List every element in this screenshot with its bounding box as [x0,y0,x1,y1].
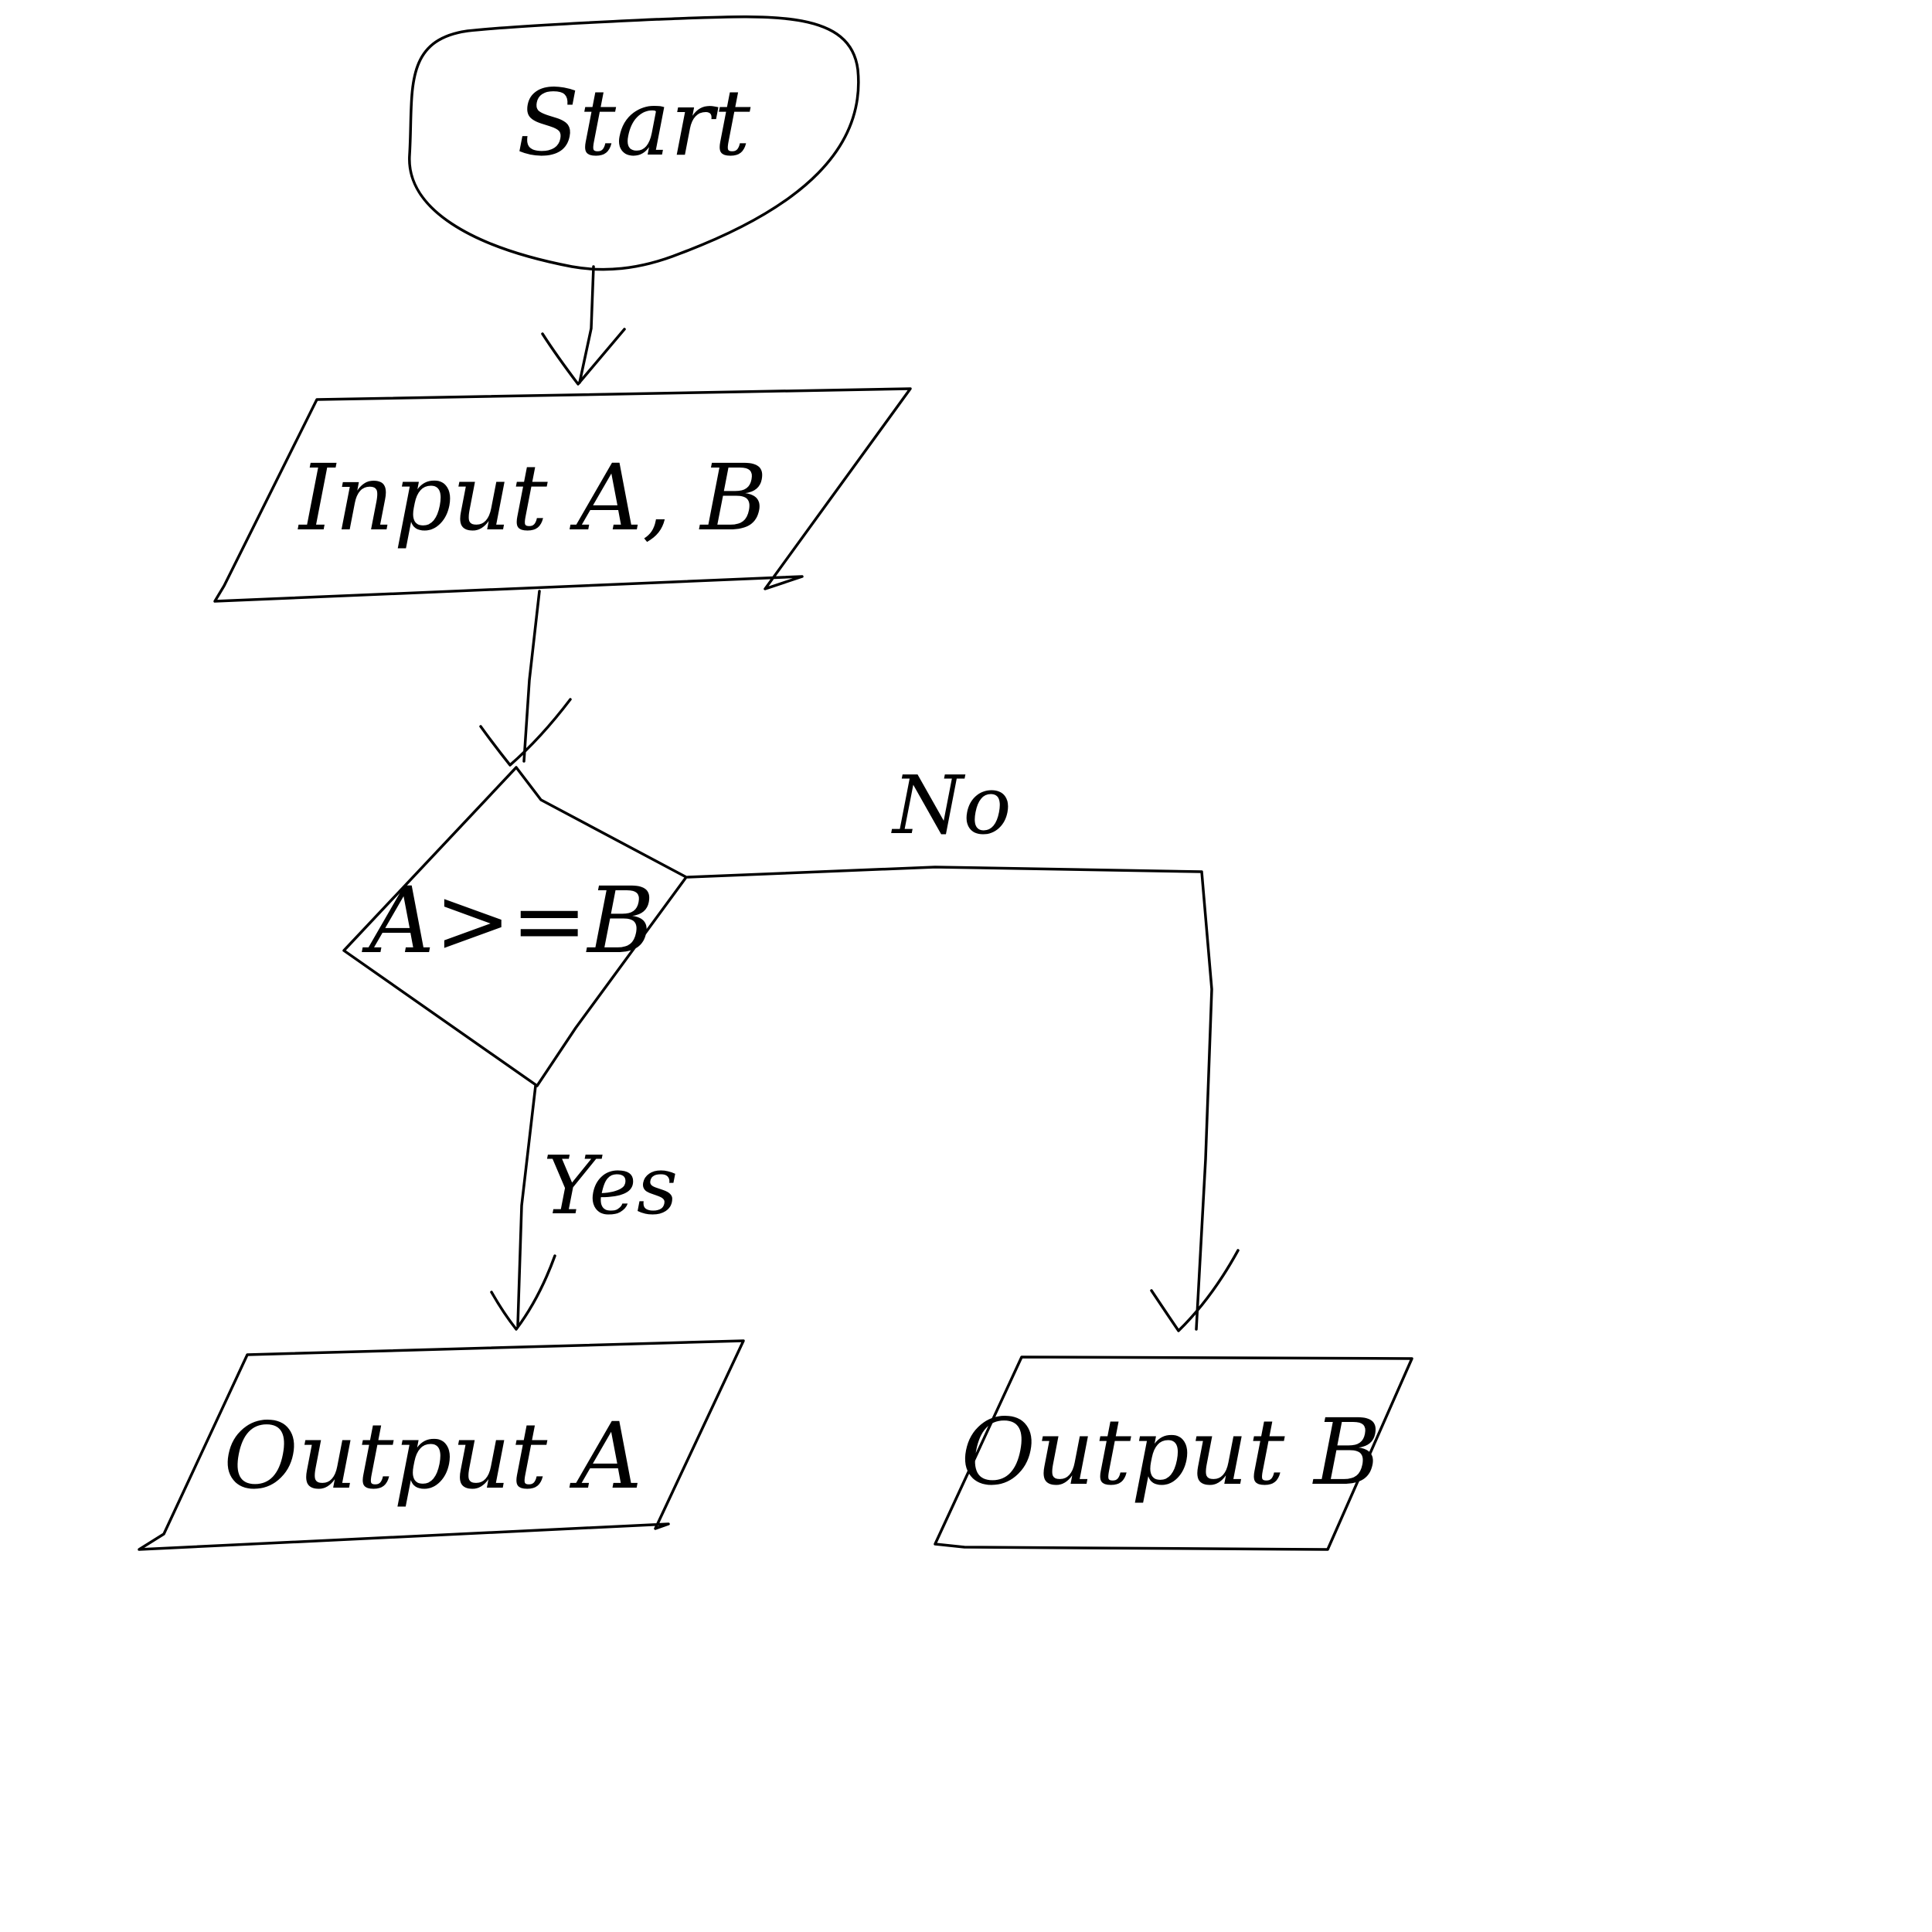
arrowhead-icon [479,698,572,767]
arrowhead-icon [1150,1249,1240,1332]
input-label: Input A, B [298,444,767,551]
edge-input-to-decision [479,590,572,767]
output-a-parallelogram [138,1339,745,1551]
input-node: Input A, B [213,387,912,603]
start-ellipse [408,15,860,271]
input-parallelogram [213,387,912,603]
decision-node: A>=B [342,766,688,1087]
arrowhead-icon [541,328,626,386]
edge-line [522,590,541,763]
output-b-label: Output B [961,1399,1380,1505]
start-label: Start [517,70,751,176]
edge-line [686,866,1213,1331]
decision-label: A>=B [362,867,655,974]
output-a-node: Output A [138,1339,745,1551]
edge-decision-to-output-b: No [686,758,1240,1332]
edge-decision-to-output-a: Yes [490,1084,679,1331]
edge-start-to-input [541,265,626,386]
edge-label-no: No [890,758,1012,852]
output-a-label: Output A [223,1403,642,1509]
output-b-parallelogram [934,1355,1413,1551]
output-b-node: Output B [934,1355,1413,1551]
start-node: Start [408,15,860,271]
edge-label-yes: Yes [543,1138,679,1233]
edge-line [516,1084,537,1327]
decision-diamond [342,766,688,1087]
edge-line [578,265,595,384]
arrowhead-icon [490,1254,556,1331]
